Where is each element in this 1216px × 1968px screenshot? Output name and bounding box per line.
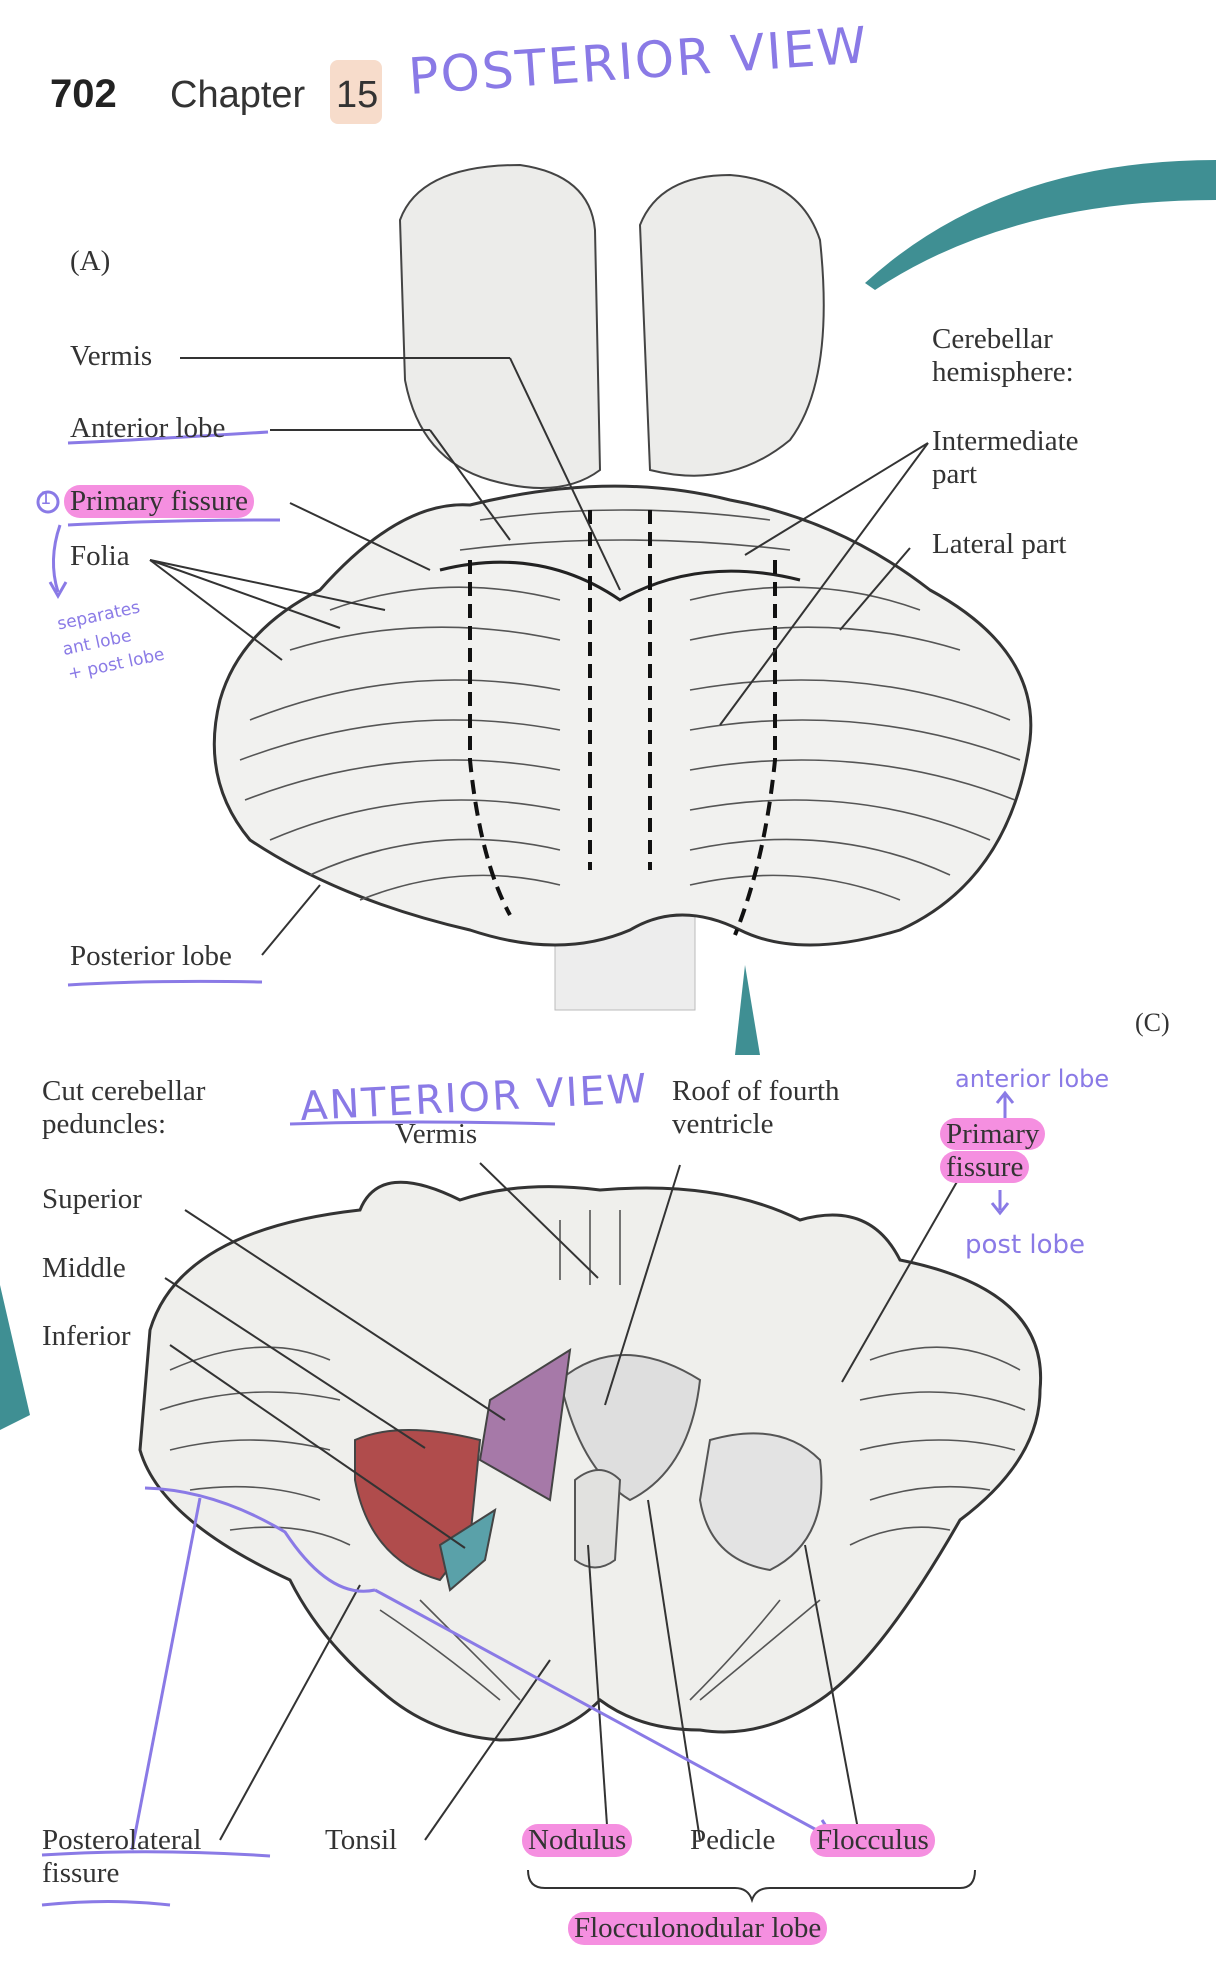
superior-peduncle <box>478 1348 572 1502</box>
folia-label: Folia <box>70 540 130 572</box>
chapter-number: 15 <box>336 74 379 116</box>
intermediate-part-label: Intermediate part <box>932 425 1079 491</box>
primary-fissure-label-b: Primary fissure <box>940 1118 1046 1185</box>
flocculonodular-lobe-label: Flocculonodular lobe <box>568 1912 828 1946</box>
teal-arrow-top <box>865 160 1216 290</box>
anterior-lobe-note: anterior lobe <box>955 1065 1110 1093</box>
cerebellum-posterior <box>212 484 1033 947</box>
inferior-peduncle <box>438 1507 497 1592</box>
lateral-part-label: Lateral part <box>932 528 1067 560</box>
page-number: 702 <box>50 72 117 116</box>
teal-arrow-left <box>0 1285 30 1430</box>
flocculus-label: Flocculus <box>810 1824 935 1858</box>
nodulus <box>574 1469 622 1569</box>
vermis-label-b: Vermis <box>395 1118 478 1150</box>
pedicle-label: Pedicle <box>690 1824 776 1856</box>
nodulus-label: Nodulus <box>522 1824 633 1858</box>
right-colliculus <box>638 173 825 477</box>
panel-c-label: (C) <box>1135 1008 1170 1037</box>
primary-fissure-label: Primary fissure <box>64 485 254 519</box>
panel-a-label: (A) <box>70 245 111 277</box>
roof-fourth-ventricle <box>558 1354 702 1502</box>
inferior-label: Inferior <box>42 1320 131 1352</box>
chapter-number-badge <box>330 60 382 124</box>
posterior-cerebellum-illustration <box>36 160 1216 1055</box>
left-colliculus <box>398 163 602 489</box>
roof-fourth-ventricle-label: Roof of fourth ventricle <box>672 1075 840 1141</box>
chapter-label: Chapter <box>170 74 306 116</box>
posterolateral-fissure-label: Posterolateral fissure <box>42 1824 202 1890</box>
post-lobe-note: post lobe <box>965 1230 1086 1260</box>
posterior-lobe-label: Posterior lobe <box>70 940 232 972</box>
middle-label: Middle <box>42 1252 126 1284</box>
superior-label: Superior <box>42 1183 142 1215</box>
cerebellar-hemisphere-label: Cerebellar hemisphere: <box>932 323 1074 389</box>
anterior-lobe-label: Anterior lobe <box>70 412 226 444</box>
tonsil-label: Tonsil <box>325 1824 398 1856</box>
teal-arrow-bottom <box>735 965 760 1055</box>
vermis-label: Vermis <box>70 340 153 372</box>
step-marker: 1 <box>40 488 54 509</box>
cut-peduncles-label: Cut cerebellar peduncles: <box>42 1075 206 1141</box>
